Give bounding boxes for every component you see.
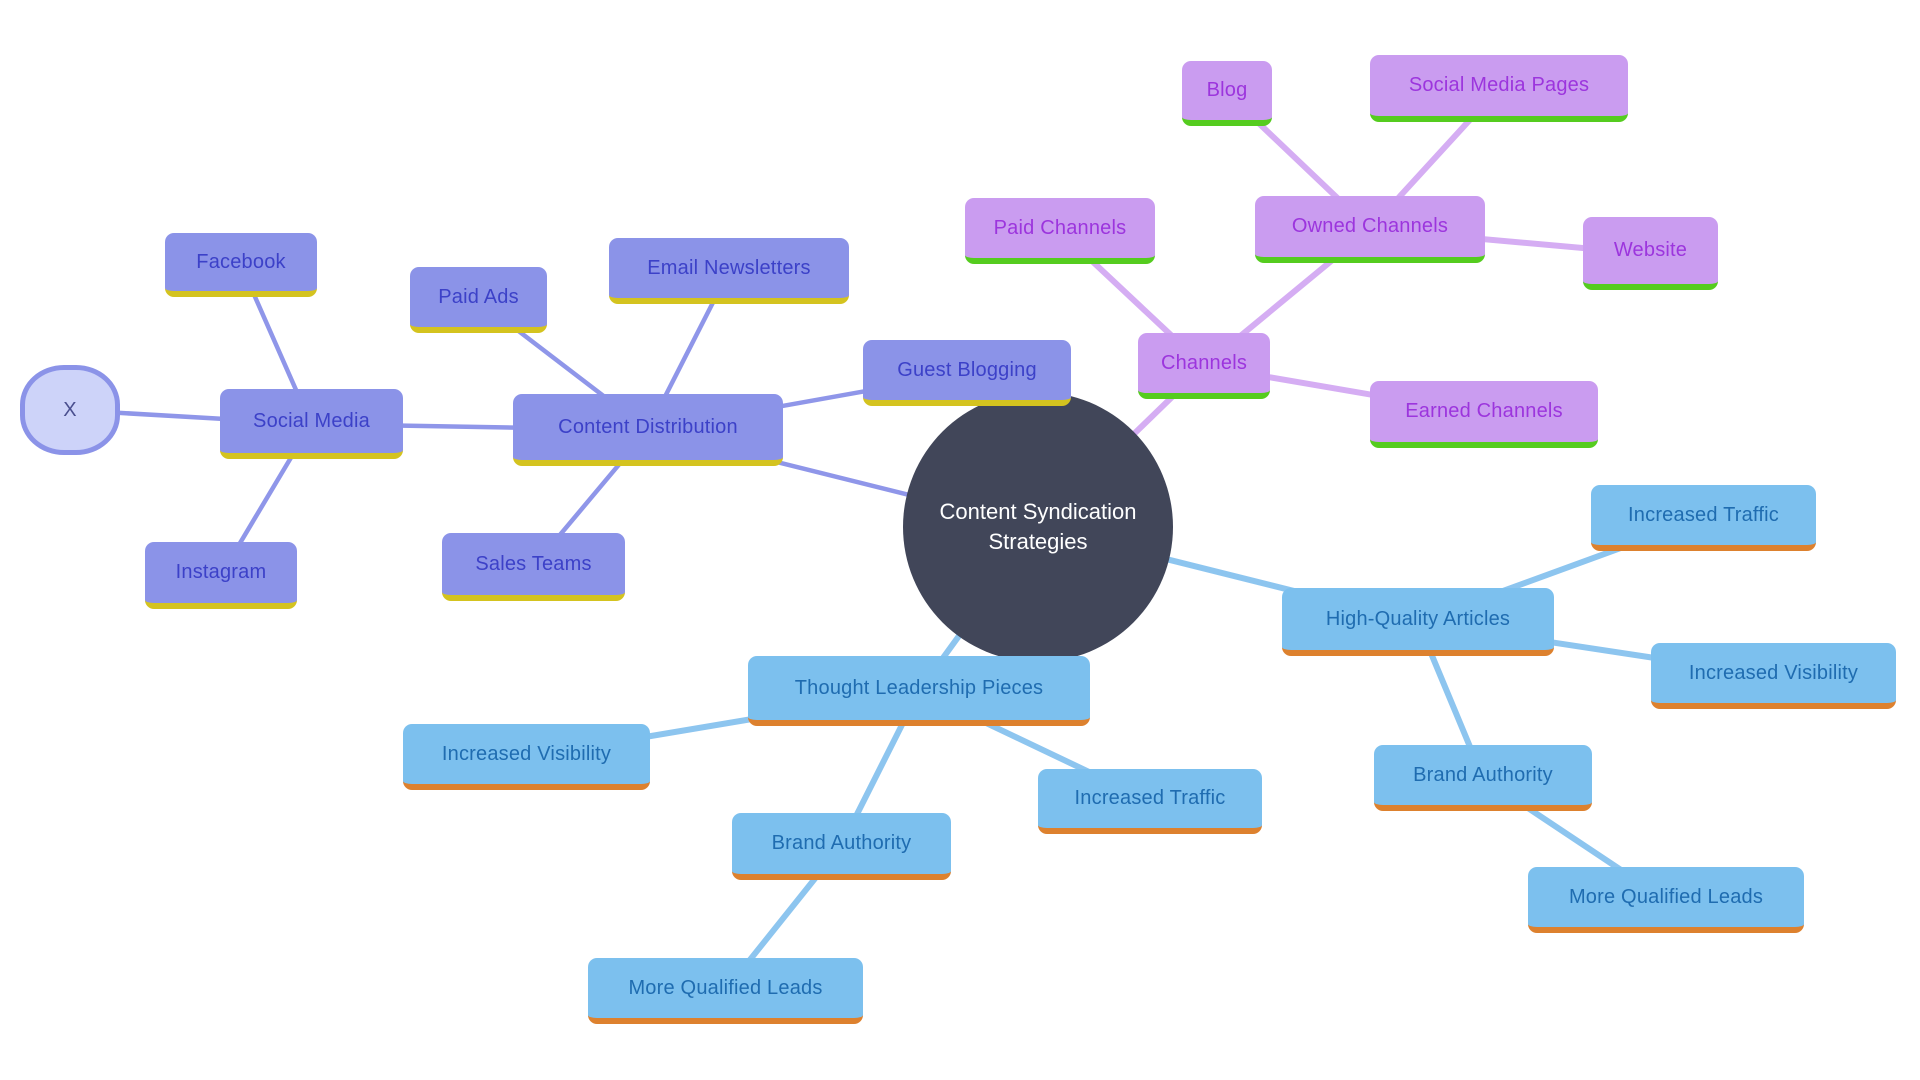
node-facebook[interactable]: Facebook	[165, 233, 317, 297]
node-social-media[interactable]: Social Media	[220, 389, 403, 459]
node-social-media-pages[interactable]: Social Media Pages	[1370, 55, 1628, 122]
node-sales-teams[interactable]: Sales Teams	[442, 533, 625, 601]
node-brand-authority-right[interactable]: Brand Authority	[1374, 745, 1592, 811]
node-blog[interactable]: Blog	[1182, 61, 1272, 126]
node-high-quality-articles[interactable]: High-Quality Articles	[1282, 588, 1554, 656]
node-earned-channels[interactable]: Earned Channels	[1370, 381, 1598, 448]
node-center-content-syndication-strategies[interactable]: Content Syndication Strategies	[903, 392, 1173, 662]
node-paid-ads[interactable]: Paid Ads	[410, 267, 547, 333]
node-thought-leadership-pieces[interactable]: Thought Leadership Pieces	[748, 656, 1090, 726]
node-increased-visibility-bottom[interactable]: Increased Visibility	[403, 724, 650, 790]
node-website[interactable]: Website	[1583, 217, 1718, 290]
node-paid-channels[interactable]: Paid Channels	[965, 198, 1155, 264]
node-increased-visibility-right[interactable]: Increased Visibility	[1651, 643, 1896, 709]
node-x[interactable]: X	[20, 365, 120, 455]
node-email-newsletters[interactable]: Email Newsletters	[609, 238, 849, 304]
node-increased-traffic-right[interactable]: Increased Traffic	[1591, 485, 1816, 551]
node-increased-traffic-bottom[interactable]: Increased Traffic	[1038, 769, 1262, 834]
node-channels[interactable]: Channels	[1138, 333, 1270, 399]
node-owned-channels[interactable]: Owned Channels	[1255, 196, 1485, 263]
node-guest-blogging[interactable]: Guest Blogging	[863, 340, 1071, 406]
node-more-qualified-leads-right[interactable]: More Qualified Leads	[1528, 867, 1804, 933]
node-instagram[interactable]: Instagram	[145, 542, 297, 609]
node-more-qualified-leads-bottom[interactable]: More Qualified Leads	[588, 958, 863, 1024]
node-brand-authority-bottom[interactable]: Brand Authority	[732, 813, 951, 880]
node-content-distribution[interactable]: Content Distribution	[513, 394, 783, 466]
